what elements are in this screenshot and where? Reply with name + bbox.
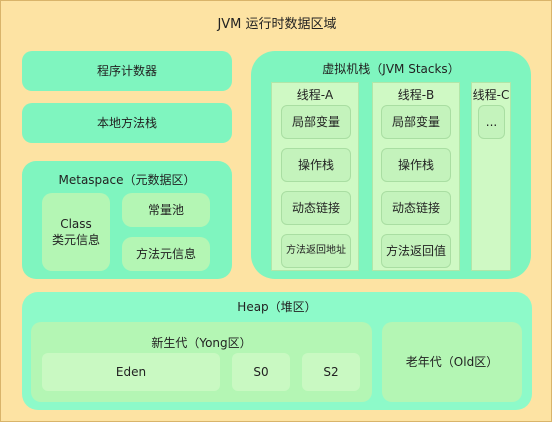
method-info-label: 方法元信息: [135, 246, 196, 261]
class-info-box: Class 类元信息: [42, 193, 110, 271]
thread-c-ellipsis-label: ...: [485, 114, 498, 129]
s0-label: S0: [253, 364, 269, 379]
metaspace-title: Metaspace（元数据区）: [58, 173, 196, 187]
thread-b-operand-stack-label: 操作栈: [397, 157, 434, 172]
thread-a-dynamic-linking-label: 动态链接: [291, 200, 340, 215]
s2-label: S2: [323, 364, 339, 379]
jvm-stacks-title: 虚拟机栈（JVM Stacks）: [322, 62, 460, 76]
native-method-stack-box: 本地方法栈: [22, 103, 232, 143]
thread-a-operand-stack-label: 操作栈: [297, 157, 334, 172]
thread-a-return-address-label: 方法返回地址: [286, 245, 346, 257]
thread-b-title: 线程-B: [397, 88, 435, 102]
thread-b-dynamic-linking: 动态链接: [381, 191, 451, 225]
thread-b-return-value: 方法返回值: [381, 234, 451, 268]
thread-b-operand-stack: 操作栈: [381, 148, 451, 182]
thread-a-operand-stack: 操作栈: [281, 148, 351, 182]
thread-a-local-vars-label: 局部变量: [291, 114, 340, 129]
thread-b-local-vars: 局部变量: [381, 105, 451, 139]
old-generation-label: 老年代（Old区）: [405, 354, 499, 369]
native-method-stack-label: 本地方法栈: [96, 115, 157, 130]
pc-register-label: 程序计数器: [96, 63, 157, 78]
pc-register-box: 程序计数器: [22, 51, 232, 91]
thread-a-dynamic-linking: 动态链接: [281, 191, 351, 225]
diagram-title: JVM 运行时数据区域: [217, 17, 337, 32]
thread-a-title: 线程-A: [296, 88, 334, 102]
thread-b-return-value-label: 方法返回值: [385, 243, 446, 258]
constant-pool-label: 常量池: [147, 202, 184, 217]
thread-b-dynamic-linking-label: 动态链接: [391, 200, 440, 215]
thread-a-local-vars: 局部变量: [281, 105, 351, 139]
thread-b-local-vars-label: 局部变量: [391, 114, 440, 129]
s2-box: S2: [302, 353, 360, 391]
eden-label: Eden: [115, 364, 147, 379]
thread-c-ellipsis-box: ...: [478, 105, 505, 139]
heap-title: Heap（堆区）: [237, 300, 317, 314]
young-generation-title: 新生代（Yong区）: [151, 336, 252, 350]
thread-c-title: 线程-C: [472, 88, 510, 102]
method-info-box: 方法元信息: [122, 237, 210, 271]
old-generation-box: 老年代（Old区）: [382, 322, 522, 402]
eden-box: Eden: [42, 353, 220, 391]
constant-pool-box: 常量池: [122, 193, 210, 227]
s0-box: S0: [232, 353, 290, 391]
class-info-label: Class 类元信息: [51, 216, 100, 247]
thread-a-return-address: 方法返回地址: [281, 234, 351, 268]
